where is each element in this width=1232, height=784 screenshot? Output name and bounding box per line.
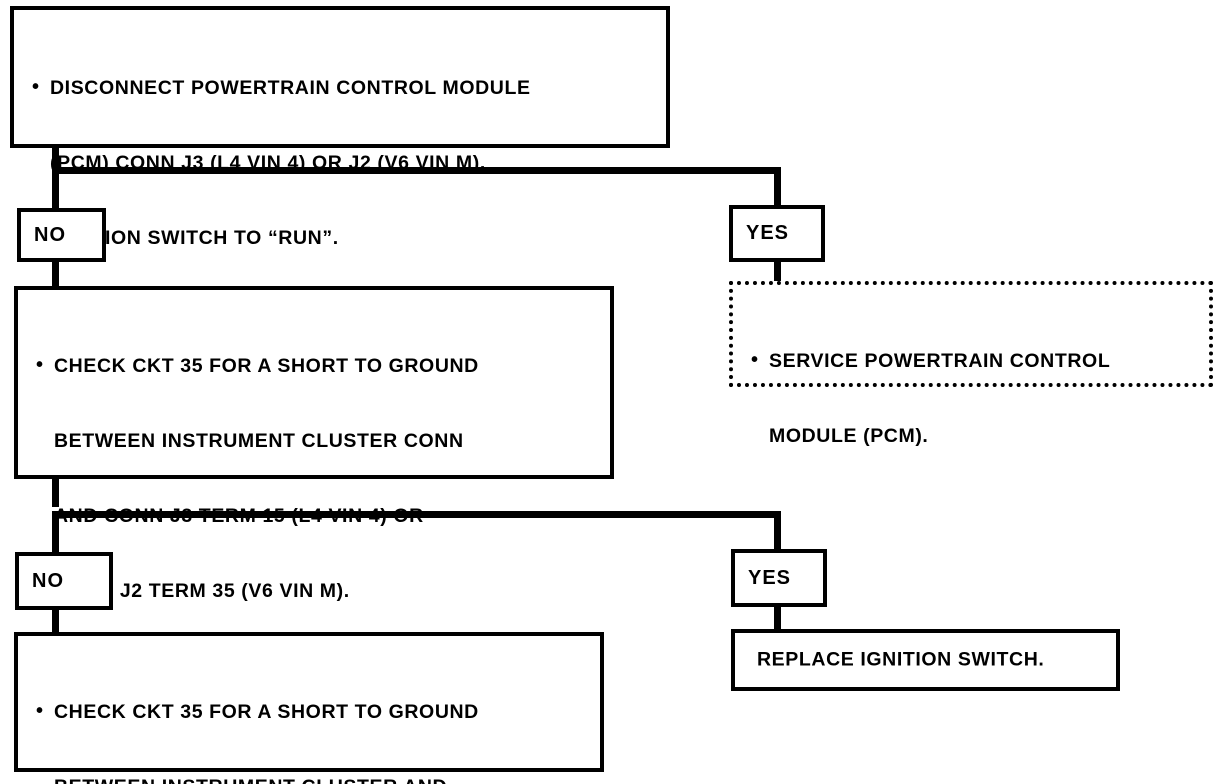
label-step1-no: NO (17, 208, 106, 262)
connector-step1-branch (52, 167, 781, 174)
step3-line-2: BETWEEN INSTRUMENT CLUSTER AND (34, 775, 592, 784)
step3-line-1: CHECK CKT 35 FOR A SHORT TO GROUND (34, 699, 592, 725)
connector-no2-drop (52, 607, 59, 637)
node-step1: DISCONNECT POWERTRAIN CONTROL MODULE (PC… (10, 6, 670, 324)
label-step2-no: NO (15, 552, 113, 610)
label-step2-yes: YES (731, 549, 827, 607)
step2-yes-text: YES (748, 566, 792, 589)
node-step3: CHECK CKT 35 FOR A SHORT TO GROUND BETWE… (14, 632, 604, 784)
service-pcm-line-2: MODULE (PCM). (769, 425, 929, 447)
replace-ignition-line-1: REPLACE IGNITION SWITCH. (757, 648, 1045, 671)
step1-line-3: IGNITION SWITCH TO “RUN”. (30, 225, 658, 251)
service-pcm-line-1: SERVICE POWERTRAIN CONTROL (749, 348, 1201, 374)
step1-yes-text: YES (746, 222, 790, 244)
connector-step2-to-yes (774, 511, 781, 553)
connector-step2-branch (52, 511, 781, 518)
step2-line-4: CONN J2 TERM 35 (V6 VIN M). (54, 580, 350, 602)
connector-yes1-drop (774, 259, 781, 285)
node-service-pcm: SERVICE POWERTRAIN CONTROL MODULE (PCM). (729, 281, 1213, 447)
connector-step1-to-no (52, 167, 59, 212)
step2-line-3: AND CONN J3 TERM 15 (L4 VIN 4) OR (54, 505, 424, 527)
step1-line-1: DISCONNECT POWERTRAIN CONTROL MODULE (30, 75, 658, 101)
step2-line-2: BETWEEN INSTRUMENT CLUSTER CONN (54, 430, 464, 452)
connector-step1-stem (52, 146, 59, 174)
step2-no-text: NO (32, 569, 64, 592)
step2-line-1: CHECK CKT 35 FOR A SHORT TO GROUND (34, 353, 602, 379)
connector-step1-to-yes (774, 167, 781, 205)
connector-step2-to-no (52, 511, 59, 556)
connector-step2-stem (52, 477, 59, 507)
node-step2: CHECK CKT 35 FOR A SHORT TO GROUND BETWE… (14, 286, 614, 752)
label-step1-yes: YES (729, 205, 825, 262)
connector-yes2-drop (774, 604, 781, 632)
connector-no1-drop (52, 259, 59, 291)
step1-line-2: (PCM) CONN J3 (L4 VIN 4) OR J2 (V6 VIN M… (50, 152, 486, 174)
step1-no-text: NO (34, 223, 66, 246)
node-replace-ignition-switch: REPLACE IGNITION SWITCH. (731, 629, 1120, 691)
